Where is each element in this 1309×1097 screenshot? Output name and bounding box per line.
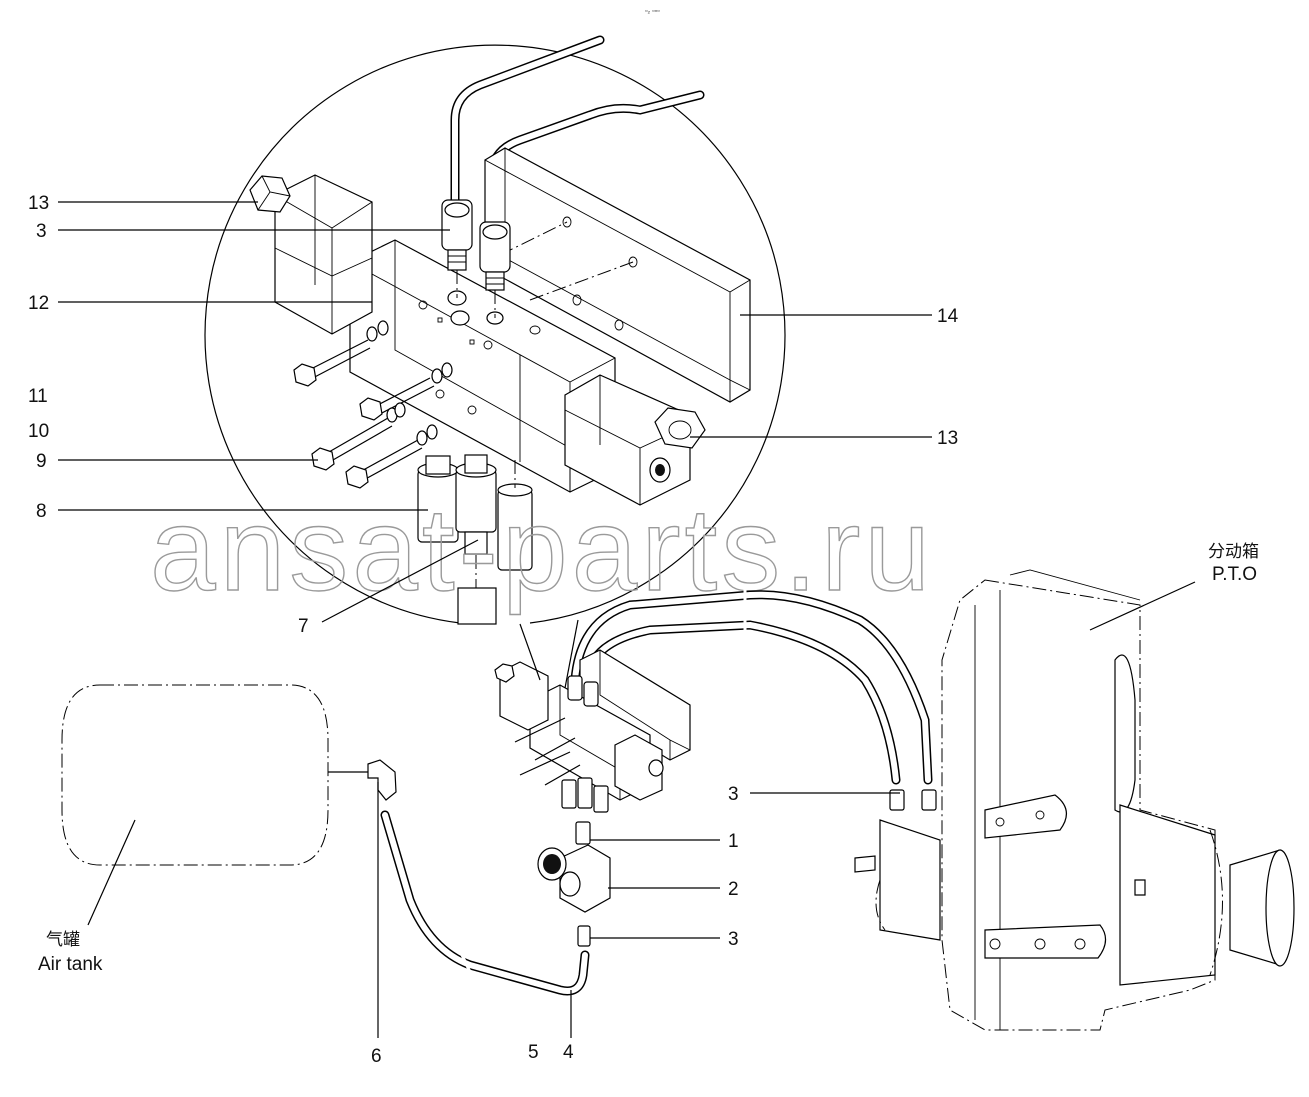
callout-4: 4 xyxy=(563,1042,574,1063)
callout-2: 2 xyxy=(728,879,739,900)
callout-11: 11 xyxy=(28,386,48,407)
pto-transfer-case xyxy=(854,569,1295,1031)
solenoid-left xyxy=(249,174,373,335)
callout-6: 6 xyxy=(371,1046,382,1067)
watermark: ansat-parts.ru xyxy=(150,484,934,616)
detail-circle xyxy=(204,44,786,624)
callout-13-right: 13 xyxy=(937,428,958,449)
callouts: 13 3 12 11 10 9 8 7 14 13 3 1 2 3 6 5 4 xyxy=(28,193,959,1067)
top-fittings xyxy=(441,199,511,318)
callout-1: 1 xyxy=(728,831,739,852)
callout-9: 9 xyxy=(36,451,47,472)
callout-5: 5 xyxy=(528,1042,539,1063)
callout-14: 14 xyxy=(937,306,959,327)
callout-8: 8 xyxy=(36,501,47,522)
callout-12: 12 xyxy=(28,293,49,314)
air-tank-label-cn: 气罐 xyxy=(46,930,80,950)
leader-lines xyxy=(58,201,1196,1038)
detail-view xyxy=(204,35,786,625)
bolts-washers xyxy=(293,320,453,489)
callout-3-right: 3 xyxy=(728,784,739,805)
pto-label-cn: 分动箱 xyxy=(1208,542,1259,562)
air-tank xyxy=(61,684,368,866)
main-valve-assembly xyxy=(367,588,933,996)
callout-13-top: 13 xyxy=(28,193,49,214)
valve-body xyxy=(349,239,616,493)
mounting-plate xyxy=(484,147,751,403)
pto-label-en: P.T.O xyxy=(1212,564,1257,585)
solenoid-right xyxy=(564,374,706,506)
component-labels: 分动箱 P.T.O 气罐 Air tank xyxy=(38,542,1259,975)
air-tank-label-en: Air tank xyxy=(38,954,103,975)
callout-7: 7 xyxy=(298,616,309,637)
header-mark: ▫₂ ▫▫▫ xyxy=(645,8,660,15)
callout-3-top: 3 xyxy=(36,221,47,242)
bottom-fittings xyxy=(417,454,533,625)
callout-3-low: 3 xyxy=(728,929,739,950)
callout-10: 10 xyxy=(28,421,49,442)
